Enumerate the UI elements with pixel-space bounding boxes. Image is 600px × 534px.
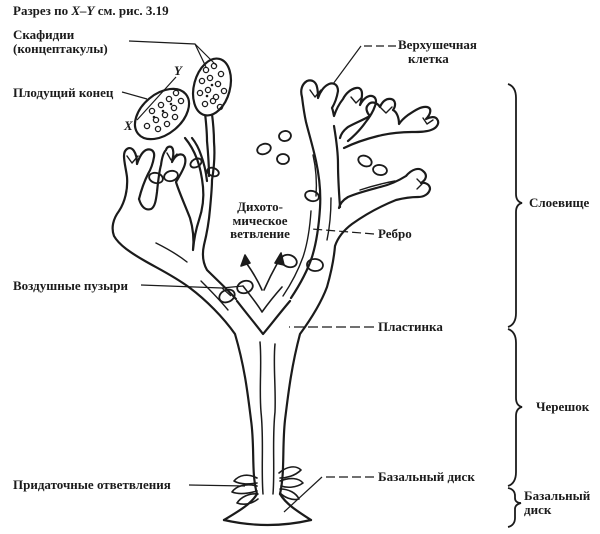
right-tip-cluster <box>338 97 440 150</box>
pointer-lines <box>121 40 396 513</box>
label-adventitious-branches: Придаточные ответвления <box>13 477 171 492</box>
basal-disc-outline <box>222 518 313 527</box>
section-marker-y: Y <box>174 63 182 78</box>
label-fertile-end: Плодущий конец <box>13 85 114 100</box>
adventitious-pointer <box>188 484 246 487</box>
basal-disc-brace <box>507 487 522 528</box>
label-scaphidia: Скафидии (концептакулы) <box>13 27 108 56</box>
bracket-label-basal-disc: Базальный диск <box>524 488 591 517</box>
title-section-ref: X–Y <box>71 3 95 18</box>
label-basal-disc: Базальный диск <box>378 469 475 484</box>
dichotomy-arrows <box>240 252 285 291</box>
label-blade: Пластинка <box>378 319 443 334</box>
figure-title: Разрез по X–Y см. рис. 3.19 <box>13 4 169 18</box>
receptacle-right <box>191 57 233 117</box>
air-bladders-pointer <box>140 284 244 297</box>
apical-cell-pointer <box>332 45 362 85</box>
scaphidia-pointer <box>128 40 217 68</box>
label-rib: Ребро <box>378 226 412 241</box>
stipe-right-and-right-branch <box>278 167 432 496</box>
section-marker-x: X <box>124 118 133 133</box>
fertile-end-pointer <box>121 91 148 100</box>
basal-disc-right <box>278 492 313 522</box>
fork-inner-v <box>235 299 292 336</box>
thallus-brace <box>507 83 523 328</box>
left-cluster <box>137 145 205 252</box>
basal-disc-left <box>222 492 259 522</box>
stipe-brace <box>507 328 523 487</box>
receptacle-stalk <box>190 136 209 183</box>
left-branch-top-edge <box>201 112 238 301</box>
title-prefix: Разрез по <box>13 3 69 18</box>
bracket-label-stipe: Черешок <box>536 399 590 414</box>
right-branch-left-edge <box>289 79 378 300</box>
receptacle-left <box>133 87 191 141</box>
apical-notches <box>126 89 434 190</box>
rib-pointer <box>311 228 375 235</box>
stipe-inner-line <box>272 343 276 495</box>
fork-inner-v2 <box>242 285 283 313</box>
bracket-label-thallus: Слоевище <box>529 195 590 210</box>
adventitious-branch <box>231 466 304 506</box>
section-xy-line <box>136 76 177 121</box>
label-air-bladders: Воздушные пузыри <box>13 278 128 293</box>
brackets <box>507 83 523 528</box>
receptacle-stalk <box>183 136 205 189</box>
stipe-inner-line <box>259 341 264 495</box>
midrib-lines <box>155 154 396 311</box>
right-branch-right-edge <box>332 124 342 209</box>
label-dichotomy: Дихото- мическое ветвление <box>230 199 290 241</box>
stipe-left-and-left-branch <box>111 147 259 496</box>
label-apical-cell: Верхушечная клетка <box>398 37 477 66</box>
receptacle-stalk <box>203 111 211 178</box>
basal-disc-pointer <box>283 476 323 513</box>
title-suffix: см. рис. 3.19 <box>97 3 169 18</box>
